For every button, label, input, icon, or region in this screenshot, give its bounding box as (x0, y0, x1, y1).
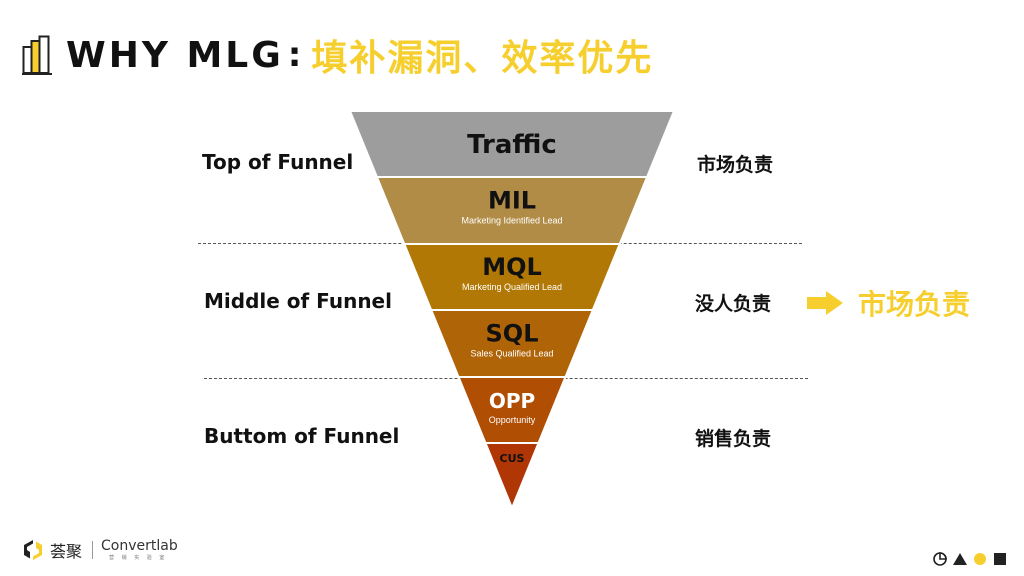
slide-title: WHY MLG : 填补漏洞、效率优先 (22, 30, 653, 80)
funnel-label-mql: MQL (482, 253, 542, 281)
footer-logo: 荟聚 Convertlab 营 销 实 验 室 (22, 538, 178, 562)
logo-chinese: 荟聚 (50, 542, 83, 561)
owner-label-bottom: 销售负责 (695, 428, 772, 450)
triangle-icon (953, 553, 967, 565)
corner-decoration (932, 551, 1008, 567)
square-icon (994, 553, 1006, 565)
logo-divider (92, 541, 94, 559)
pie-icon (933, 552, 947, 566)
funnel-label-sql: SQL (486, 320, 539, 348)
title-chinese: 填补漏洞、效率优先 (311, 38, 654, 79)
funnel-label-mil: MIL (488, 187, 536, 215)
title-english: WHY MLG (66, 34, 284, 76)
stage-label-top: Top of Funnel (202, 150, 354, 174)
arrow-right-icon (807, 291, 843, 315)
bar-chart-icon (22, 35, 52, 75)
funnel-sublabel-mql: Marketing Qualified Lead (462, 282, 562, 292)
funnel-sublabel-mil: Marketing Identified Lead (461, 216, 562, 226)
brand-logo-icon (24, 540, 42, 560)
funnel-segment-cus (483, 442, 541, 511)
circle-icon (974, 553, 986, 565)
funnel-sublabel-opp: Opportunity (489, 415, 536, 425)
title-separator: : (287, 35, 302, 75)
funnel-label-traffic: Traffic (467, 130, 557, 160)
stage-label-bottom: Buttom of Funnel (204, 424, 400, 448)
funnel-label-opp: OPP (489, 389, 535, 413)
funnel-sublabel-sql: Sales Qualified Lead (470, 349, 553, 359)
highlight-owner-label: 市场负责 (858, 288, 971, 321)
owner-label-middle: 没人负责 (695, 293, 772, 315)
owner-label-top: 市场负责 (697, 154, 774, 176)
stage-label-middle: Middle of Funnel (204, 289, 392, 313)
logo-english: Convertlab (101, 538, 178, 554)
funnel-label-cus: CUS (500, 452, 525, 465)
logo-english-sub: 营 销 实 验 室 (109, 555, 168, 561)
